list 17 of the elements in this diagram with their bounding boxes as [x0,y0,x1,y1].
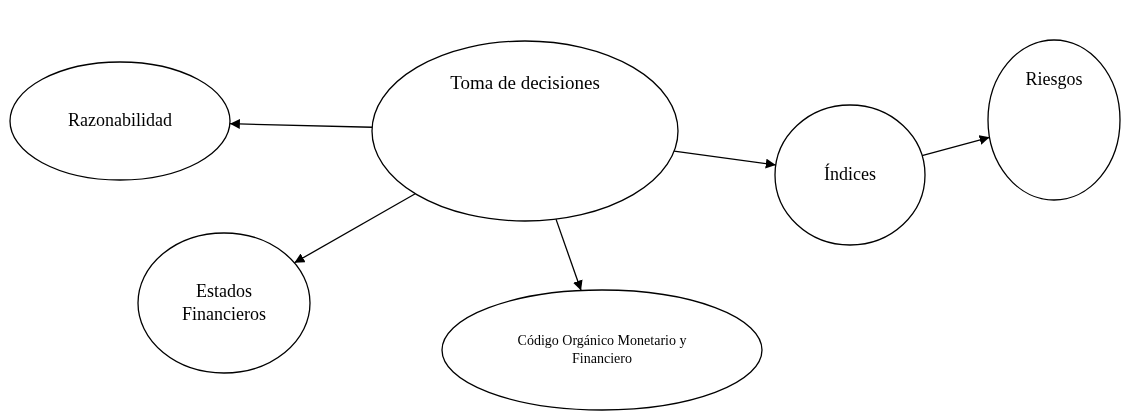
concept-ellipse [137,232,311,374]
node-label: Riesgos [1024,68,1084,92]
concept-ellipse [987,39,1121,201]
arrow [673,150,777,169]
arrow [555,218,583,292]
arrow [293,193,416,264]
concept-ellipse [441,289,763,411]
concept-ellipse [371,40,679,222]
node-label: Razonabilidad [67,109,173,133]
concept-ellipse [774,104,926,246]
node-label: Índices [823,163,877,187]
node-label: Código Orgánico Monetario y Financiero [516,331,688,368]
arrow [921,135,991,157]
arrow [229,118,373,129]
node-label: Toma de decisiones [449,70,601,95]
node-label: Estados Financieros [181,279,267,326]
concept-ellipse [9,61,231,181]
